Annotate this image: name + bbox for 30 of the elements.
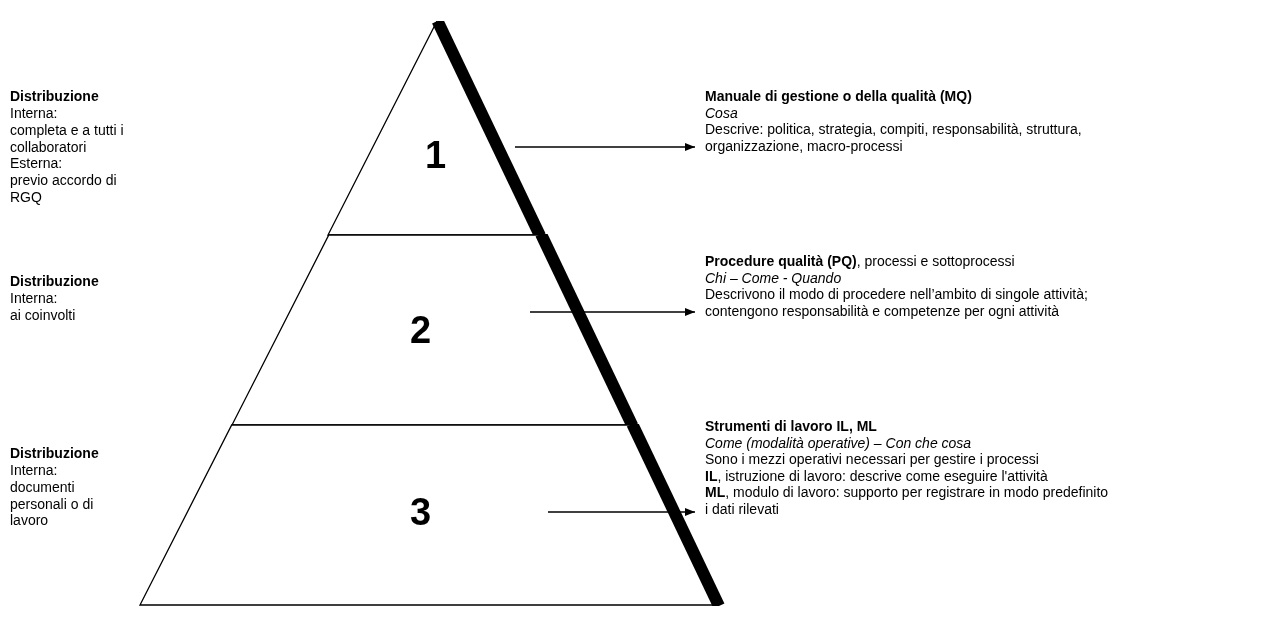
distribution-heading: Distribuzione xyxy=(10,88,100,105)
distribution-text: Esterna: xyxy=(10,155,64,172)
level-number: 3 xyxy=(410,491,432,534)
description-text: Descrive: politica, strategia, compiti, responsabilità, struttura, organizzazione, macro-processi xyxy=(705,121,1083,154)
arrow xyxy=(514,143,696,151)
description-text: IL, istruzione di lavoro: descrive come eseguire l'attività xyxy=(705,467,1049,484)
distribution-text: Interna: xyxy=(10,290,59,307)
heading-text: Strumenti di lavoro IL, ML xyxy=(705,418,878,435)
distribution-text: Interna: xyxy=(10,105,59,122)
subheading-text: Chi – Come - Quando xyxy=(705,269,843,286)
distribution-text: previo accordo di RGQ xyxy=(10,172,118,205)
arrow xyxy=(529,308,696,316)
description-text: ML, modulo di lavoro: supporto per registrare in modo predefinito i dati rilevati xyxy=(705,484,1110,517)
distribution-text: completa e a tutti i collaboratori xyxy=(10,122,125,155)
subheading-text: Come (modalità operative) – Con che cosa xyxy=(705,434,973,451)
pyramid-level xyxy=(326,21,548,236)
description-text: Sono i mezzi operativi necessari per gestire i processi xyxy=(705,451,1040,468)
pyramid-level xyxy=(229,234,640,426)
heading-text: Procedure qualità (PQ), processi e sottoprocessi xyxy=(705,253,1016,270)
heading-text: Manuale di gestione o della qualità (MQ) xyxy=(705,88,973,105)
level-number: 2 xyxy=(410,309,432,352)
distribution-heading: Distribuzione xyxy=(10,273,100,290)
distribution-text: documenti personali o di lavoro xyxy=(10,479,95,529)
level-number: 1 xyxy=(425,134,447,177)
distribution-text: Interna: xyxy=(10,462,59,479)
subheading-text: Cosa xyxy=(705,104,739,121)
arrow xyxy=(547,508,696,516)
distribution-text: ai coinvolti xyxy=(10,307,77,324)
description-text: Descrivono il modo di procedere nell’ambito di singole attività; contengono responsabilità e competenze per ogni attività xyxy=(705,286,1089,319)
distribution-heading: Distribuzione xyxy=(10,445,100,462)
